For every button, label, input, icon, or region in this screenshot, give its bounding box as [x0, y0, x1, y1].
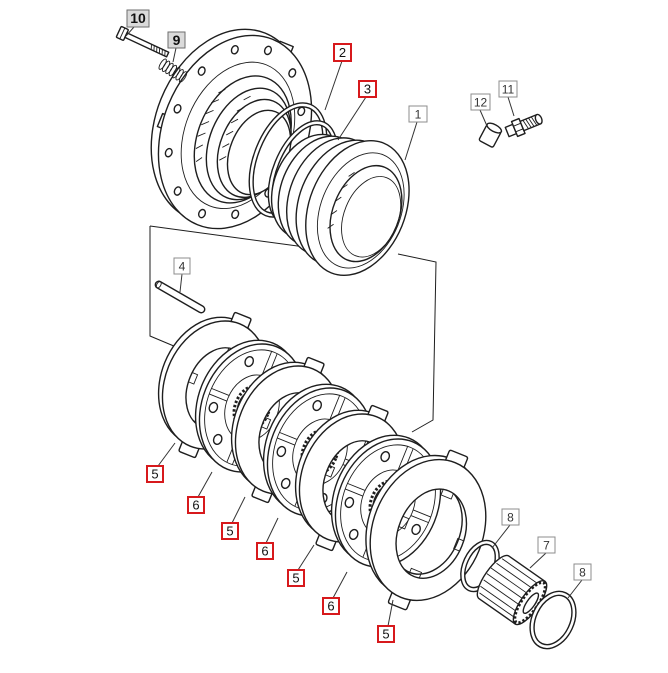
callout-12: 12	[470, 93, 491, 111]
callout-label: 11	[502, 83, 515, 97]
callout-label: 4	[179, 260, 186, 274]
callout-1: 1	[408, 105, 428, 123]
callout-8-b: 8	[573, 563, 592, 581]
callout-label: 6	[192, 498, 199, 513]
leader-lines	[125, 26, 583, 627]
callout-5-c: 5	[287, 569, 305, 587]
pin	[154, 280, 206, 314]
callout-label: 2	[339, 45, 346, 60]
callout-6-a: 6	[187, 496, 205, 514]
callout-3: 3	[358, 80, 377, 98]
callout-label: 9	[173, 32, 181, 48]
callout-label: 12	[474, 96, 488, 110]
breather-fitting	[504, 111, 544, 140]
callout-2: 2	[333, 43, 352, 62]
callout-label: 5	[151, 467, 158, 482]
callout-6-b: 6	[256, 542, 274, 560]
callout-label: 3	[364, 82, 371, 97]
callout-label: 5	[382, 627, 389, 642]
piston	[250, 110, 429, 291]
callout-label: 7	[543, 539, 550, 553]
callout-5-d: 5	[377, 625, 395, 643]
callout-10: 10	[126, 9, 150, 28]
callout-label: 8	[579, 566, 586, 580]
callout-label: 6	[327, 599, 334, 614]
callout-9: 9	[167, 31, 186, 49]
callout-8-a: 8	[501, 508, 520, 526]
callout-5-b: 5	[221, 522, 239, 540]
callout-label: 6	[261, 544, 268, 559]
callout-label: 1	[415, 108, 422, 122]
callout-11: 11	[498, 80, 518, 98]
spring	[158, 58, 188, 83]
callout-4: 4	[173, 257, 191, 275]
snap-ring-right	[521, 584, 584, 656]
splined-hub	[472, 551, 553, 629]
callout-7: 7	[537, 536, 556, 554]
callout-label: 5	[226, 524, 233, 539]
callout-5-a: 5	[146, 465, 164, 483]
disc-stack	[135, 294, 511, 628]
bolt	[116, 26, 170, 60]
callout-6-c: 6	[322, 597, 340, 615]
callout-label: 8	[507, 511, 514, 525]
callout-label: 10	[130, 10, 146, 26]
callout-label: 5	[292, 571, 299, 586]
plug	[479, 121, 503, 147]
